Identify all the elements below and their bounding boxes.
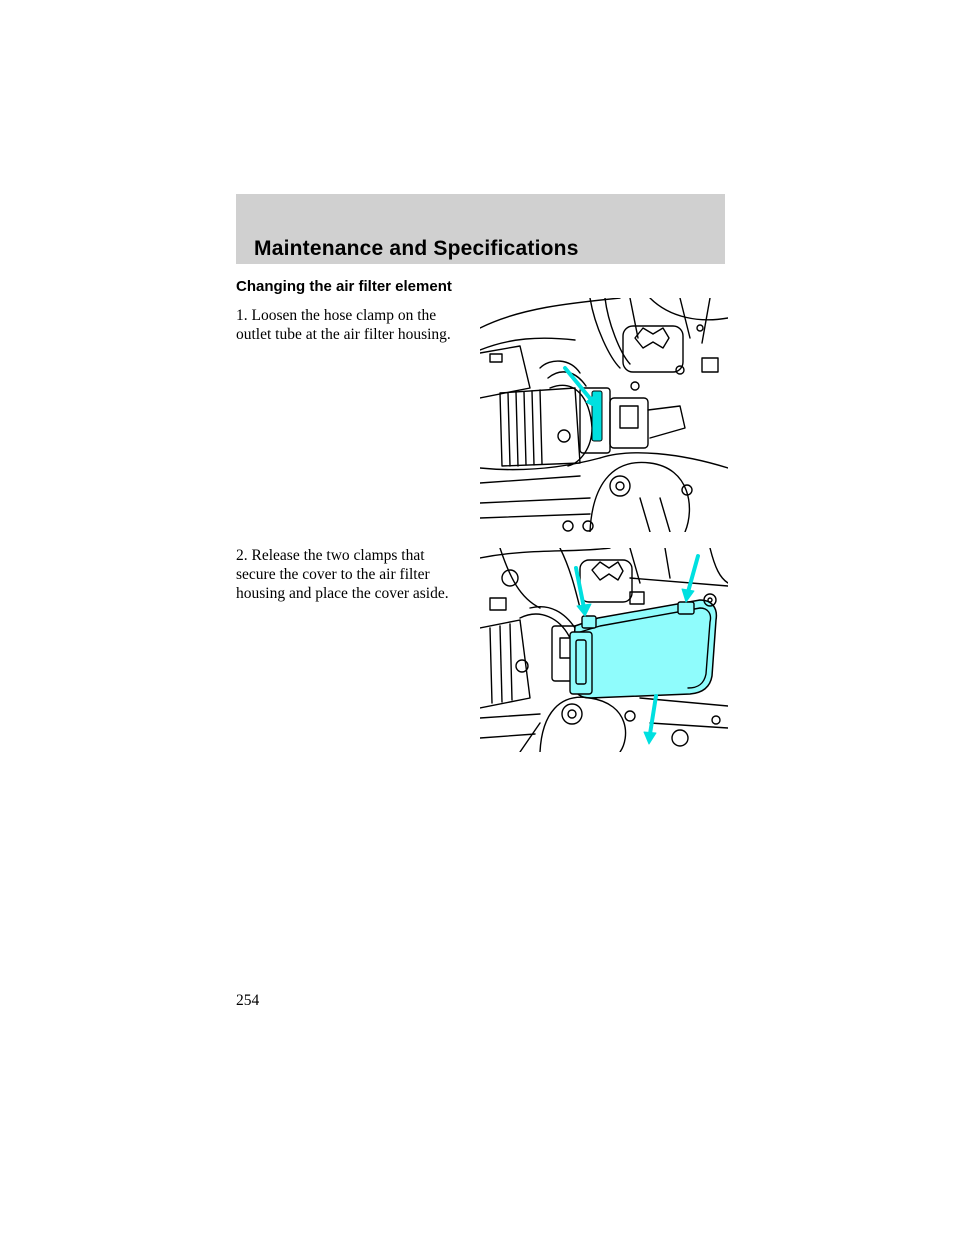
step-2-text: 2. Release the two clamps that secure th… — [236, 546, 476, 603]
step-1-line-2: outlet tube at the air filter housing. — [236, 326, 451, 343]
step-2-line-3: housing and place the cover aside. — [236, 585, 449, 602]
step-1-text: 1. Loosen the hose clamp on the outlet t… — [236, 306, 476, 344]
step-2-line-1: 2. Release the two clamps that — [236, 547, 425, 564]
section-header-band: Maintenance and Specifications — [236, 194, 725, 264]
cover-clamps-illustration — [480, 548, 728, 752]
step-1-line-1: 1. Loosen the hose clamp on the — [236, 307, 437, 324]
page-number: 254 — [236, 992, 260, 1009]
hose-clamp-illustration — [480, 298, 728, 532]
section-title: Maintenance and Specifications — [254, 237, 579, 260]
step-2-line-2: secure the cover to the air filter — [236, 566, 430, 583]
section-heading: Changing the air filter element — [236, 278, 452, 295]
